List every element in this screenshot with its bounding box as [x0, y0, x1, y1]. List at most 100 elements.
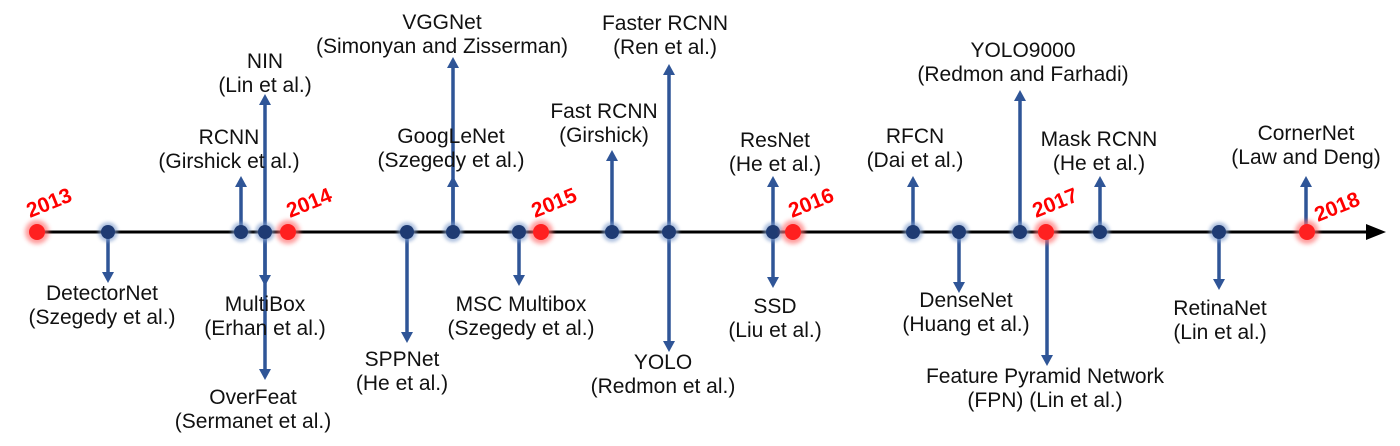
event-dot: [1212, 225, 1226, 239]
event-name-msc-multibox: MSC Multibox: [456, 293, 587, 316]
event-dot: [906, 225, 920, 239]
event-name-mask-rcnn: Mask RCNN: [1041, 128, 1158, 151]
year-label-2016: 2016: [785, 184, 837, 223]
event-dot: [101, 225, 115, 239]
arrow-up-icon: [1300, 176, 1312, 187]
event-name-googlenet: GoogLeNet: [397, 125, 505, 148]
event-authors-cornernet: (Law and Deng): [1231, 146, 1380, 169]
arrow-up-icon: [663, 64, 675, 75]
arrow-down-icon: [663, 341, 675, 352]
event-name-retinanet: RetinaNet: [1173, 297, 1267, 320]
event-arrow-overfeat: [259, 232, 271, 380]
event-dot: [662, 225, 676, 239]
event-name-ssd: SSD: [753, 295, 796, 318]
event-arrow-sppnet: [401, 232, 413, 343]
event-arrow-faster-rcnn: [663, 64, 675, 232]
event-authors-resnet: (He et al.): [729, 153, 821, 176]
arrow-down-icon: [1213, 279, 1225, 290]
event-arrow-yolo: [663, 232, 675, 352]
event-name-yolo: YOLO: [634, 351, 692, 374]
event-authors-densenet: (Huang et al.): [902, 313, 1029, 336]
arrow-down-icon: [102, 272, 114, 283]
timeline-arrowhead-icon: [1366, 224, 1386, 240]
event-authors-nin: (Lin et al.): [218, 74, 311, 97]
event-dot: [258, 225, 272, 239]
arrow-up-icon: [767, 176, 779, 187]
arrow-down-icon: [259, 369, 271, 380]
event-dot: [1093, 225, 1107, 239]
year-dot-2015: [533, 224, 549, 240]
event-name-overfeat: OverFeat: [209, 386, 297, 409]
event-name-vggnet: VGGNet: [402, 11, 482, 34]
arrow-down-icon: [1041, 355, 1053, 366]
event-name-rcnn: RCNN: [199, 126, 260, 149]
event-name-densenet: DenseNet: [919, 289, 1013, 312]
event-authors-vggnet: (Simonyan and Zisserman): [316, 35, 568, 58]
event-authors-fpn: (FPN) (Lin et al.): [967, 389, 1122, 412]
event-name-fpn: Feature Pyramid Network: [926, 365, 1165, 388]
arrow-down-icon: [953, 282, 965, 293]
arrow-down-icon: [767, 277, 779, 288]
event-arrow-fpn: [1041, 232, 1053, 366]
event-authors-msc-multibox: (Szegedy et al.): [447, 317, 594, 340]
arrow-up-icon: [907, 176, 919, 187]
year-dot-2014: [280, 224, 296, 240]
event-authors-ssd: (Liu et al.): [728, 319, 821, 342]
year-label-2013: 2013: [23, 184, 75, 223]
event-dot: [512, 225, 526, 239]
year-label-2014: 2014: [283, 184, 335, 223]
event-authors-sppnet: (He et al.): [356, 372, 448, 395]
year-label-2015: 2015: [528, 184, 580, 223]
event-authors-rfcn: (Dai et al.): [867, 149, 964, 172]
year-dot-2018: [1299, 224, 1315, 240]
year-label-2017: 2017: [1029, 184, 1081, 223]
event-authors-overfeat: (Sermanet et al.): [175, 410, 331, 433]
arrow-up-icon: [1014, 90, 1026, 101]
event-authors-detectornet: (Szegedy et al.): [28, 306, 175, 329]
arrow-up-icon: [1094, 176, 1106, 187]
event-arrow-fast-rcnn: [606, 150, 618, 232]
arrow-down-icon: [513, 275, 525, 286]
year-labels: 2013 2014 2015 2016 2017 2018: [23, 184, 1363, 227]
arrow-up-icon: [447, 57, 459, 68]
event-dot: [400, 225, 414, 239]
event-name-fast-rcnn: Fast RCNN: [550, 100, 657, 123]
arrow-up-icon: [259, 94, 271, 105]
event-authors-faster-rcnn: (Ren et al.): [613, 36, 717, 59]
arrow-up-icon: [235, 176, 247, 187]
event-authors-yolo: (Redmon et al.): [591, 375, 736, 398]
event-name-faster-rcnn: Faster RCNN: [602, 12, 728, 35]
event-authors-yolo9000: (Redmon and Farhadi): [917, 63, 1128, 86]
event-dot: [605, 225, 619, 239]
event-name-cornernet: CornerNet: [1258, 122, 1355, 145]
event-arrow-yolo9000: [1014, 90, 1026, 232]
year-label-2018: 2018: [1311, 188, 1363, 227]
event-authors-multibox: (Erhan et al.): [204, 317, 325, 340]
year-dot-2016: [785, 224, 801, 240]
year-dot-2017: [1038, 224, 1054, 240]
arrow-up-icon: [606, 150, 618, 161]
event-name-multibox: MultiBox: [225, 293, 306, 316]
event-name-sppnet: SPPNet: [365, 348, 440, 371]
event-dot: [952, 225, 966, 239]
event-arrow-nin: [259, 94, 271, 232]
event-authors-retinanet: (Lin et al.): [1173, 321, 1266, 344]
event-dot: [234, 225, 248, 239]
event-labels: DetectorNet (Szegedy et al.) RCNN (Girsh…: [28, 11, 1380, 433]
year-dot-2013: [29, 224, 45, 240]
event-authors-mask-rcnn: (He et al.): [1053, 152, 1145, 175]
event-name-detectornet: DetectorNet: [46, 282, 158, 305]
event-authors-googlenet: (Szegedy et al.): [377, 149, 524, 172]
arrow-down-icon: [401, 332, 413, 343]
event-authors-fast-rcnn: (Girshick): [559, 124, 649, 147]
event-name-rfcn: RFCN: [886, 125, 944, 148]
event-name-resnet: ResNet: [740, 129, 810, 152]
arrow-up-icon: [447, 176, 459, 187]
event-authors-rcnn: (Girshick et al.): [158, 150, 299, 173]
event-name-nin: NIN: [247, 50, 283, 73]
event-dot: [446, 225, 460, 239]
event-dot: [1013, 225, 1027, 239]
event-name-yolo9000: YOLO9000: [970, 39, 1075, 62]
event-dot: [766, 225, 780, 239]
